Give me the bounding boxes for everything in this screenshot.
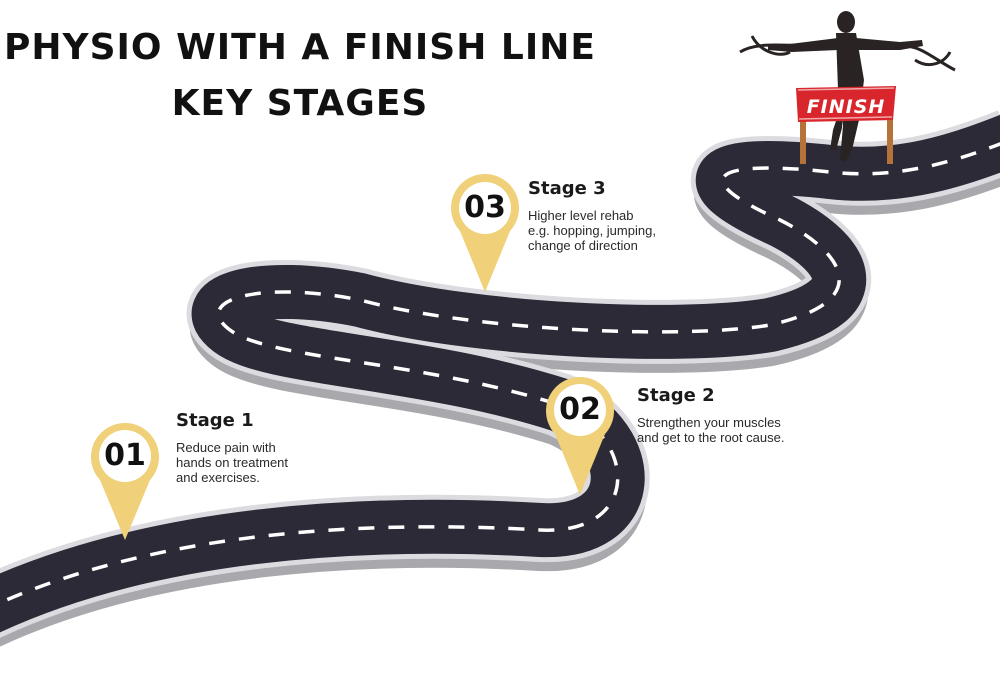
stage-pin-01 (91, 422, 159, 540)
stage-1-number: 01 (104, 438, 146, 473)
finish-post-left (800, 100, 806, 164)
stage-1-heading: Stage 1 (176, 410, 254, 431)
stage-1-card: Stage 1 Reduce pain with hands on treatm… (176, 410, 376, 485)
stage-3-card: Stage 3 Higher level rehab e.g. hopping,… (528, 178, 728, 253)
stage-2-card: Stage 2 Strengthen your muscles and get … (637, 385, 837, 445)
stage-2-description: Strengthen your muscles and get to the r… (637, 415, 785, 445)
stage-3-number: 03 (464, 190, 506, 225)
finish-post-right (887, 100, 893, 164)
title-line-1: PHYSIO WITH A FINISH LINE (4, 27, 596, 68)
stage-3-description: Higher level rehab e.g. hopping, jumping… (528, 208, 656, 253)
stage-2-heading: Stage 2 (637, 385, 715, 406)
finish-ribbon (739, 41, 956, 72)
page-title: PHYSIO WITH A FINISH LINE KEY STAGES (0, 20, 600, 132)
finish-banner (796, 86, 896, 122)
title-line-2: KEY STAGES (171, 83, 429, 124)
finish-banner-text: FINISH (806, 96, 886, 118)
road-center-dashes (0, 142, 1000, 605)
stage-pin-03 (451, 173, 519, 292)
stage-pin-02 (546, 376, 614, 495)
stage-1-description: Reduce pain with hands on treatment and … (176, 440, 289, 485)
stage-2-number: 02 (559, 392, 601, 427)
stage-3-heading: Stage 3 (528, 178, 606, 199)
